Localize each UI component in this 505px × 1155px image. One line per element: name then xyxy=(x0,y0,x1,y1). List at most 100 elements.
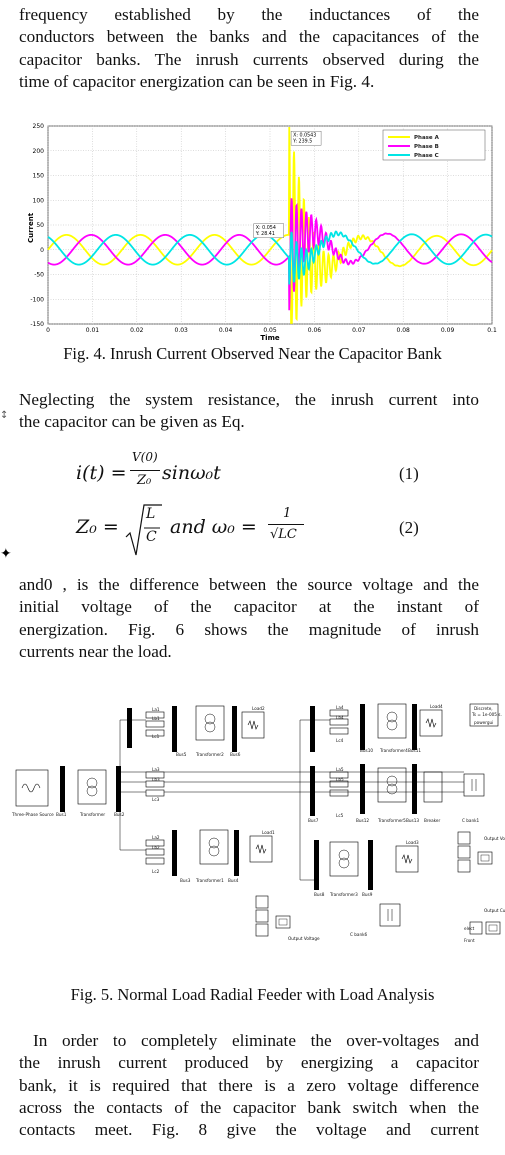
three-phase-source xyxy=(15,769,49,807)
label-powergui: powergui xyxy=(474,720,493,725)
sqrt-symbol xyxy=(125,504,162,556)
datatip-box xyxy=(290,130,322,146)
powergui-block xyxy=(469,703,499,727)
label-lb1: Lb1 xyxy=(152,716,160,721)
label-bus3: Bus3 xyxy=(180,878,191,883)
eq1-rest: sinω₀t xyxy=(162,462,221,484)
label-lc1: Lc1 xyxy=(152,734,160,739)
scope-block xyxy=(477,851,493,865)
resistor-symbol xyxy=(425,718,437,728)
transformer-coil xyxy=(86,785,98,797)
y-tick-label: -150 xyxy=(30,321,44,328)
label-lc5: Lc5 xyxy=(336,813,344,818)
label-output_voltage: Output Voltage xyxy=(484,836,505,841)
label-load4: Load4 xyxy=(430,704,443,709)
line-impedance-block xyxy=(145,789,165,797)
meter-block xyxy=(457,831,471,845)
text-line: conductors between the banks and the cap… xyxy=(19,27,479,47)
label-transformer1: Transformer1 xyxy=(195,878,224,883)
series-line-phase-a xyxy=(47,126,493,324)
y-tick-label: -100 xyxy=(30,296,44,303)
breaker-block xyxy=(423,771,443,803)
label-bus12: Bus12 xyxy=(356,818,369,823)
label-transformer: Transformer xyxy=(79,812,105,817)
transformer-coil xyxy=(208,845,220,857)
eq1-fraction-bar xyxy=(130,470,160,471)
line-impedance-block xyxy=(329,727,349,735)
bus-9 xyxy=(368,840,373,890)
x-tick-label: 0.05 xyxy=(263,327,277,334)
label-bus9: Bus9 xyxy=(362,892,373,897)
meter-block xyxy=(457,845,471,859)
line-impedance-block xyxy=(145,780,165,788)
y-axis-label: Current xyxy=(27,212,35,243)
label-bus5: Bus5 xyxy=(176,752,187,757)
transformer-coil xyxy=(208,837,220,849)
meter-block xyxy=(457,859,471,873)
eq2-fraction-bar xyxy=(268,524,304,525)
x-tick-label: 0.02 xyxy=(130,327,144,334)
x-tick-label: 0.03 xyxy=(175,327,189,334)
datatip-x: X: 0.0543 xyxy=(293,133,316,139)
transformer-block xyxy=(199,829,229,865)
label-bus10: Bus10 xyxy=(360,748,373,753)
scope-block xyxy=(485,921,501,935)
y-tick-label: 250 xyxy=(33,123,45,130)
paragraph-intro: frequency established by the inductances… xyxy=(19,4,479,93)
fig4-caption: Fig. 4. Inrush Current Observed Near the… xyxy=(63,344,442,363)
transformer-coil xyxy=(338,849,350,861)
text-line: frequency established by the inductances… xyxy=(19,5,479,24)
meter-block xyxy=(255,909,269,923)
eq1-denominator: Z₀ xyxy=(137,473,152,488)
text-line: time of capacitor energization can be se… xyxy=(19,71,375,91)
bus-10 xyxy=(360,704,365,750)
eq2-mid: and ω₀ = xyxy=(170,516,257,538)
resistor-symbol xyxy=(401,854,413,864)
x-axis-label: Time xyxy=(260,334,279,342)
bus-right-upper xyxy=(310,706,315,752)
line-impedance-block xyxy=(145,857,165,865)
label-lc3: Lc3 xyxy=(152,797,160,802)
eq2-number: (2) xyxy=(399,518,419,537)
margin-mark: ✦ xyxy=(0,546,12,562)
label-lb2: Lb2 xyxy=(152,845,160,850)
legend-label: Phase B xyxy=(414,144,439,150)
label-la1: La1 xyxy=(152,707,160,712)
transformer-block xyxy=(329,841,359,877)
label-load1: Load1 xyxy=(262,830,275,835)
label-lb5: Lb5 xyxy=(336,777,344,782)
label-ts: Ts = 1e-005 s. xyxy=(471,712,502,717)
bus-13 xyxy=(412,764,417,814)
label-bus6: Bus6 xyxy=(230,752,241,757)
bus-8 xyxy=(314,840,319,890)
eq2-lhs: Z₀ = xyxy=(76,516,119,538)
y-tick-label: 200 xyxy=(33,148,45,155)
legend-label: Phase C xyxy=(414,153,439,159)
line-impedance-block xyxy=(145,848,165,856)
line-impedance-block xyxy=(145,720,165,728)
transformer-block xyxy=(77,769,107,805)
line-impedance-block xyxy=(329,709,349,717)
text-line: initial voltage of the capacitor at the … xyxy=(19,597,479,617)
datatip-y: Y: 239.5 xyxy=(292,139,312,145)
label-elect: elect xyxy=(464,926,475,931)
x-tick-label: 0.08 xyxy=(397,327,411,334)
label-bus1: Bus1 xyxy=(56,812,67,817)
bus-7 xyxy=(310,766,315,816)
label-discrete: Discrete, xyxy=(474,706,493,711)
eq1-lhs: i(t) = xyxy=(76,462,127,484)
scope-screen xyxy=(488,924,498,932)
text-line: In order to completely eliminate the ove… xyxy=(33,1031,479,1050)
transformer-coil xyxy=(204,713,216,725)
text-line: contacts meet. Fig. 8 give the voltage a… xyxy=(19,1120,479,1140)
x-tick-label: 0.1 xyxy=(487,327,497,334)
text-line: bank, it is required that there is a zer… xyxy=(19,1075,479,1095)
transformer-coil xyxy=(386,775,398,787)
transformer-coil xyxy=(386,719,398,731)
label-la4: La4 xyxy=(336,705,344,710)
x-tick-label: 0.04 xyxy=(219,327,233,334)
